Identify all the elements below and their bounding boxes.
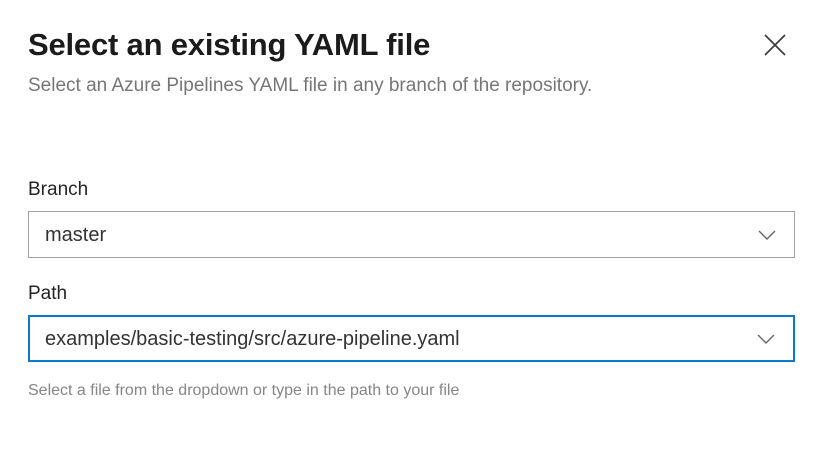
branch-field-group: Branch master (28, 178, 795, 258)
form-area: Branch master Path examples/basic-testin… (28, 178, 795, 402)
path-label: Path (28, 283, 68, 304)
branch-label: Branch (28, 179, 89, 200)
branch-value[interactable]: master (45, 223, 107, 246)
panel-subtitle: Select an Azure Pipelines YAML file in a… (28, 75, 593, 96)
title-row: Select an existing YAML file (28, 26, 792, 64)
page-title: Select an existing YAML file (28, 27, 431, 62)
branch-dropdown[interactable]: master (28, 211, 795, 258)
close-button[interactable] (758, 28, 792, 62)
path-value[interactable]: examples/basic-testing/src/azure-pipelin… (45, 327, 460, 350)
close-icon (762, 32, 788, 58)
path-field-group: Path examples/basic-testing/src/azure-pi… (28, 282, 795, 402)
panel-header: Select an existing YAML file Select an A… (28, 26, 792, 101)
path-dropdown[interactable]: examples/basic-testing/src/azure-pipelin… (28, 315, 795, 362)
path-helper-text: Select a file from the dropdown or type … (28, 382, 460, 399)
